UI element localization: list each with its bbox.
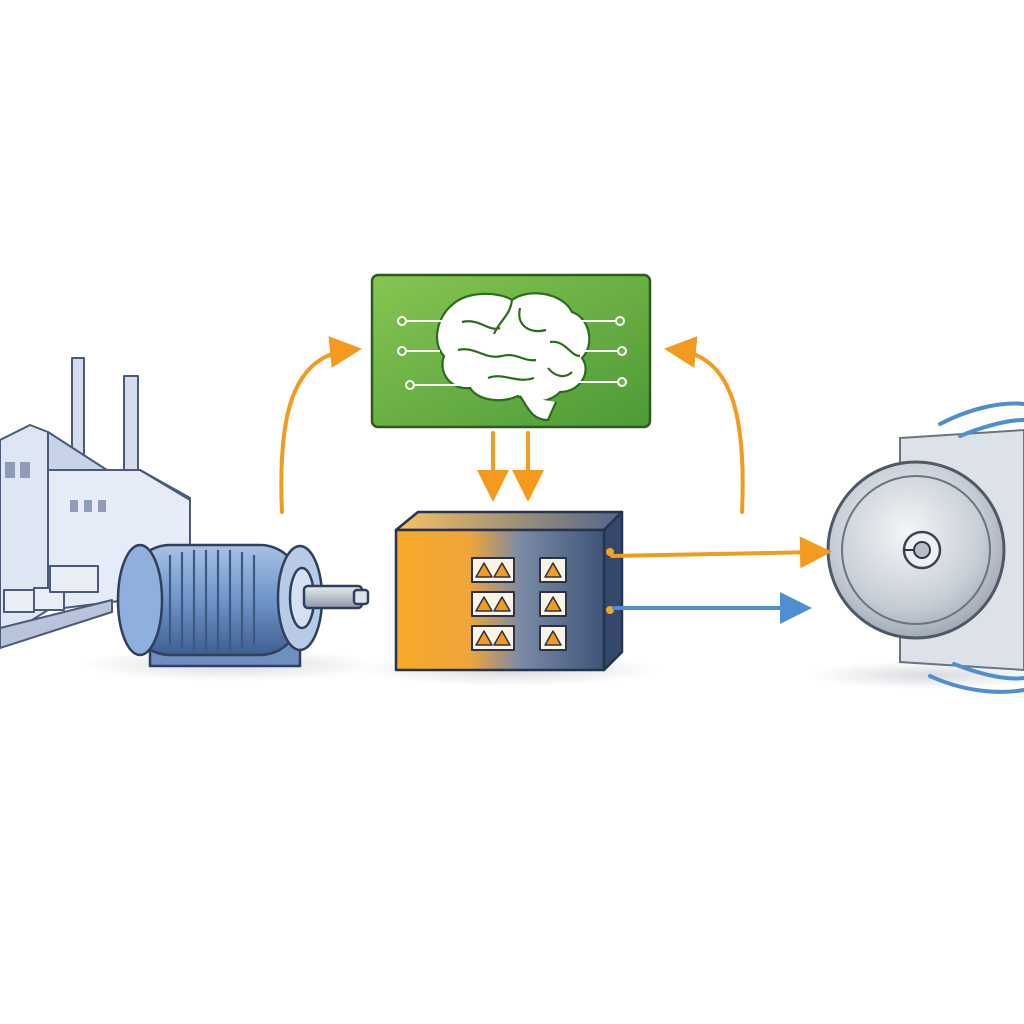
arrow-motor-to-controller <box>279 336 362 514</box>
indicator-grid <box>471 557 567 651</box>
warning-indicator-icon <box>471 557 515 583</box>
connector-arrows <box>279 336 832 624</box>
rotation-lines <box>928 401 1024 694</box>
arrow-box-to-flywheel-orange <box>610 536 832 569</box>
crate-stack <box>3 565 99 613</box>
flywheel-icon <box>826 401 1024 694</box>
warning-indicator-icon <box>539 625 567 651</box>
warning-indicator-icon <box>539 557 567 583</box>
control-panel-icon <box>394 510 624 672</box>
warning-indicator-icon <box>539 591 567 617</box>
electric-motor-icon <box>116 543 370 668</box>
arrow-flywheel-to-controller <box>664 336 745 514</box>
circuit-traces <box>397 316 627 390</box>
warning-indicator-icon <box>471 591 515 617</box>
ai-controller-panel <box>370 273 652 429</box>
warning-indicator-icon <box>471 625 515 651</box>
brain-circuit-icon <box>435 292 591 422</box>
